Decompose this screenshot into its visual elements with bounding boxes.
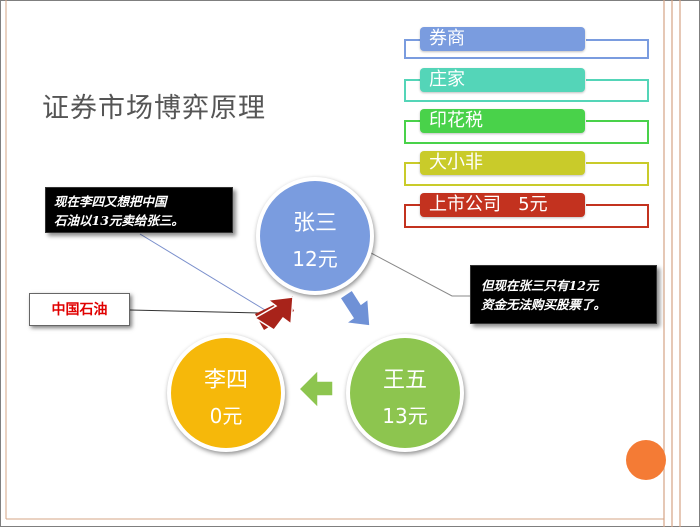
orange-dot (626, 440, 666, 480)
node-wangwu-name: 王五 (382, 368, 427, 393)
node-zhangsan-amount: 12元 (292, 247, 338, 271)
stock-label-pointer (129, 309, 263, 314)
node-zhangsan-name: 张三 (292, 211, 337, 236)
legend-item-listed-company: 上市公司 5元 (420, 193, 585, 217)
callout-left: 现在李四又想把中国 石油以13元卖给张三。 (45, 187, 233, 233)
legend-item-broker: 券商 (420, 27, 585, 51)
callout-left-line2: 石油以13元卖给张三。 (54, 213, 184, 228)
callout-right: 但现在张三只有12元 资金无法购买股票了。 (470, 265, 657, 324)
legend-item-major-shareholders: 大小非 (420, 151, 585, 175)
callout-left-pointer (139, 233, 266, 311)
arrow-lisi-to-zhangsan-shape (253, 296, 294, 332)
arrow-zhangsan-to-wangwu (338, 288, 371, 327)
node-zhangsan: 张三 12元 (256, 177, 374, 295)
arrow-wangwu-to-lisi (297, 368, 334, 410)
legend-item-dealer: 庄家 (420, 68, 585, 92)
callout-right-line1: 但现在张三只有12元 (481, 278, 599, 293)
node-lisi-name: 李四 (203, 368, 248, 393)
stock-label: 中国石油 (29, 293, 130, 326)
node-wangwu-amount: 13元 (382, 404, 428, 428)
node-lisi: 李四 0元 (167, 334, 285, 452)
page-title: 证券市场博弈原理 (42, 93, 266, 124)
legend-item-stamp-tax: 印花税 (420, 109, 585, 133)
node-wangwu: 王五 13元 (346, 334, 464, 452)
callout-right-line2: 资金无法购买股票了。 (481, 297, 607, 312)
node-lisi-amount: 0元 (209, 404, 243, 428)
callout-right-pointer (370, 252, 470, 297)
callout-left-line1: 现在李四又想把中国 (54, 194, 167, 209)
